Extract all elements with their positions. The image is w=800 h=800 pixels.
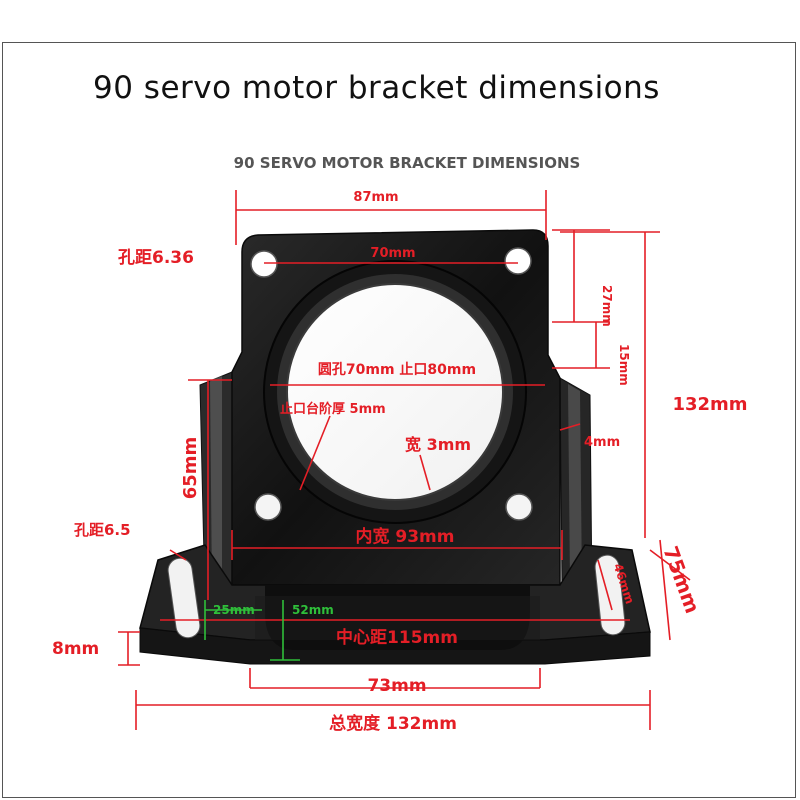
top-width-label: 87mm bbox=[353, 190, 398, 205]
top-height-label: 27mm bbox=[600, 285, 614, 327]
base-thickness-label: 8mm bbox=[52, 639, 99, 659]
motor-bracket bbox=[139, 229, 651, 665]
inner-width-label: 内宽 93mm bbox=[355, 526, 454, 547]
step-thickness-label: 止口台阶厚 5mm bbox=[280, 401, 386, 417]
bottom-edge-mark bbox=[340, 786, 370, 792]
dimension-lines bbox=[118, 190, 691, 730]
total-height-label: 132mm bbox=[672, 394, 747, 415]
bore-label: 圆孔70mm 止口80mm bbox=[318, 361, 476, 378]
hole-pitch-top-label: 孔距6.36 bbox=[118, 248, 194, 268]
diagram-subtitle: 90 SERVO MOTOR BRACKET DIMENSIONS bbox=[234, 154, 581, 172]
side-height-label: 65mm bbox=[180, 437, 201, 500]
plate-thickness-label: 4mm bbox=[584, 435, 620, 450]
hole-spacing-label: 70mm bbox=[370, 246, 415, 261]
base-inner-width-label: 73mm bbox=[367, 676, 426, 696]
total-width-label: 总宽度 132mm bbox=[329, 713, 457, 734]
hole-pitch-base-label: 孔距6.5 bbox=[74, 521, 131, 539]
base-height-label: 75mm bbox=[658, 543, 704, 617]
wall-width-label: 宽 3mm bbox=[405, 435, 471, 454]
base-offset-a-label: 25mm bbox=[213, 603, 255, 617]
page-title: 90 servo motor bracket dimensions bbox=[93, 70, 660, 106]
base-offset-b-label: 52mm bbox=[292, 603, 334, 617]
center-distance-label: 中心距115mm bbox=[336, 627, 458, 648]
slot-height-label: 15mm bbox=[617, 344, 631, 386]
green-dimension-lines bbox=[204, 600, 300, 661]
